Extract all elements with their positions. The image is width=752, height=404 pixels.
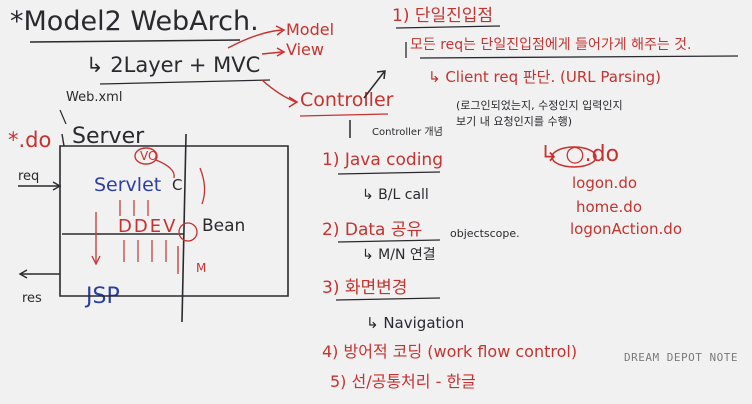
controller-note: Controller 개념 bbox=[372, 127, 443, 138]
m-label: M bbox=[196, 261, 207, 275]
left-down-arrowhead bbox=[91, 255, 101, 266]
model-label: Model bbox=[286, 20, 335, 39]
model-arrowhead bbox=[275, 25, 286, 36]
controller-arrow bbox=[261, 79, 297, 103]
server-label: Server bbox=[72, 124, 145, 149]
c-label: C bbox=[172, 176, 183, 194]
req-arrowhead bbox=[52, 181, 62, 191]
server-vertical-divider bbox=[181, 133, 187, 323]
webxml-pointer bbox=[59, 109, 67, 125]
bean-connector bbox=[178, 222, 198, 242]
controller-label: Controller bbox=[300, 89, 394, 111]
servlet-label: Servlet bbox=[94, 174, 162, 196]
item-5: 5) 선/공통처리 - 한글 bbox=[330, 372, 476, 391]
item-1: 1) Java coding bbox=[322, 150, 443, 170]
do-label: *.do bbox=[8, 128, 52, 152]
right-line3: (로그인되었는지, 수정인지 입력인지 bbox=[456, 99, 623, 112]
dd-down-arrows bbox=[123, 240, 167, 262]
res-label: res bbox=[22, 291, 42, 306]
item-1-sub: ↳ B/L call bbox=[362, 187, 429, 203]
item2-underline bbox=[337, 239, 441, 243]
title-underline bbox=[29, 39, 241, 43]
controller-underline bbox=[299, 113, 389, 117]
item-2-sub: ↳ M/N 연결 bbox=[362, 247, 436, 263]
servlet-down-arrows bbox=[119, 200, 149, 216]
title: *Model2 WebArch. bbox=[10, 6, 259, 37]
req-label: req bbox=[18, 169, 40, 184]
view-arrow bbox=[261, 51, 283, 55]
item-3: 3) 화면변경 bbox=[322, 278, 408, 298]
brand-watermark: DREAM DEPOT NOTE bbox=[624, 351, 738, 364]
view-label: View bbox=[286, 40, 324, 59]
arch-underline bbox=[99, 79, 271, 85]
right-line2: ↳ Client req 판단. (URL Parsing) bbox=[428, 68, 661, 86]
heading-arrow bbox=[363, 71, 385, 99]
example-1: logon.do bbox=[572, 174, 638, 192]
arch-line: ↳ 2Layer + MVC bbox=[86, 53, 261, 77]
vo-to-bean-arrow bbox=[199, 167, 206, 205]
item-2-side: objectscope. bbox=[450, 227, 520, 240]
right-line1: 모든 req는 단일진입점에게 들어가게 해주는 것. bbox=[410, 37, 692, 53]
bean-label: Bean bbox=[202, 216, 246, 236]
view-arrowhead bbox=[276, 47, 286, 57]
dd-label: DDEV bbox=[118, 216, 178, 237]
item-4: 4) 방어적 코딩 (work flow control) bbox=[322, 342, 578, 361]
heading-arrowhead bbox=[376, 70, 386, 80]
pattern-oval bbox=[551, 146, 597, 168]
right-heading: 1) 단일진입점 bbox=[392, 6, 494, 26]
model-arrow bbox=[227, 29, 283, 49]
item1-underline bbox=[337, 171, 441, 175]
item3-underline bbox=[335, 297, 441, 301]
server-box bbox=[59, 145, 289, 297]
item-2: 2) Data 공유 bbox=[322, 220, 423, 240]
vo-label: VO bbox=[140, 149, 158, 163]
controller-arrowhead bbox=[288, 96, 299, 108]
line1-underline bbox=[419, 55, 739, 59]
res-arrowhead bbox=[18, 269, 28, 279]
heading-underline bbox=[395, 25, 501, 29]
vo-circle bbox=[134, 147, 158, 165]
webxml-label: Web.xml bbox=[66, 90, 123, 105]
example-3: logonAction.do bbox=[570, 220, 682, 238]
right-line4: 보기 내 요청인지를 수행) bbox=[456, 115, 572, 128]
server-tab bbox=[61, 133, 65, 147]
item-3-sub: ↳ Navigation bbox=[366, 314, 465, 332]
vo-to-c-arrow bbox=[155, 159, 175, 179]
example-2: home.do bbox=[576, 198, 642, 216]
